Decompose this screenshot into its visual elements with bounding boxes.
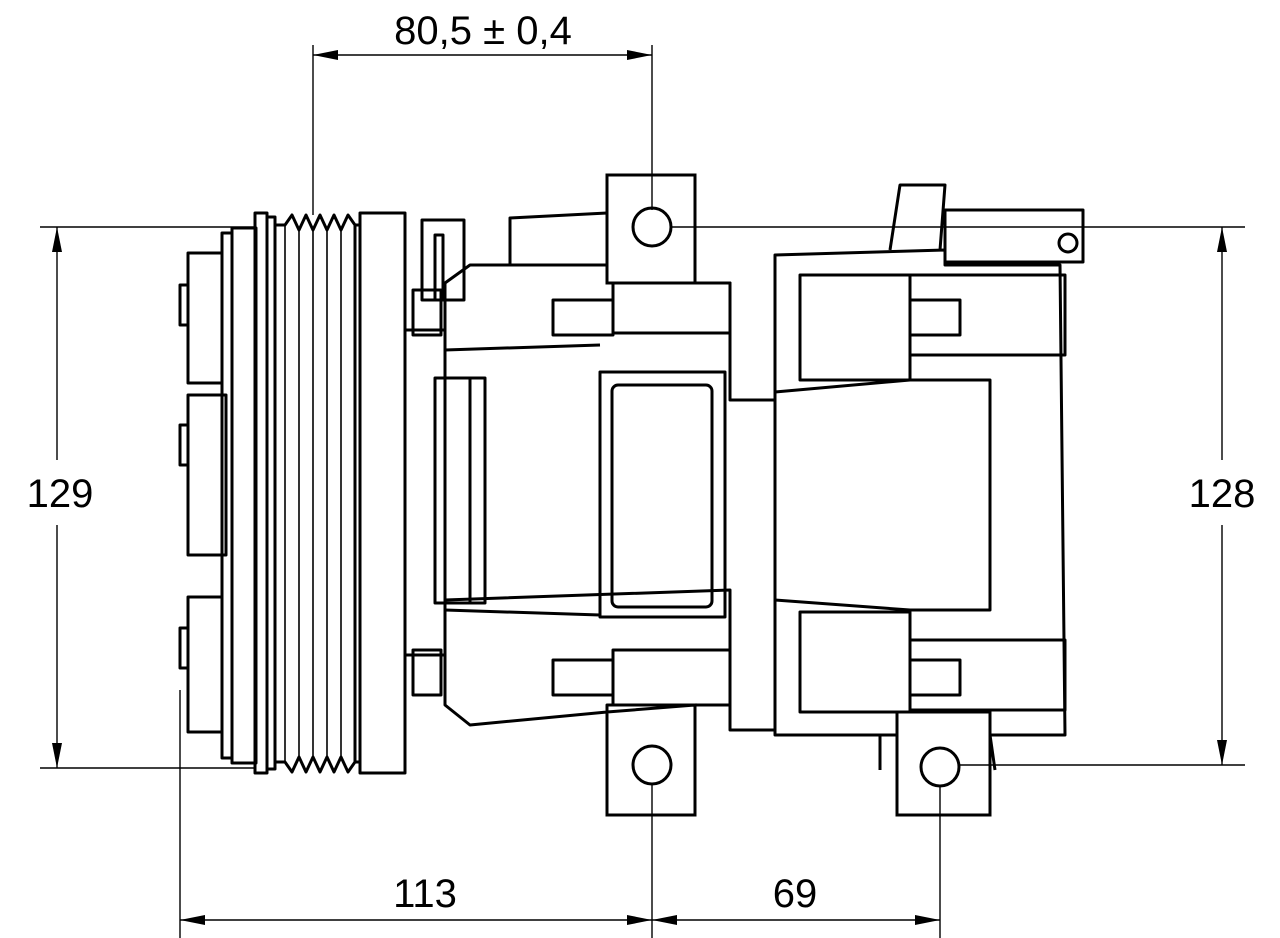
bolt-head-bottom — [411, 648, 443, 697]
dim-label-mount-spacing: 69 — [773, 872, 818, 916]
mount-ear-top — [605, 173, 697, 285]
mount-ear-rear — [895, 710, 992, 817]
dim-label-right-height: 128 — [1189, 472, 1256, 516]
dim-label-mount-offset: 80,5 ± 0,4 — [394, 9, 572, 53]
compressor-body — [443, 211, 777, 732]
clutch-hub — [178, 226, 258, 765]
front-flange — [403, 218, 487, 697]
dim-label-pulley-to-mount: 113 — [393, 872, 457, 916]
mount-ear-bottom — [605, 703, 697, 817]
dimension-bottom — [179, 690, 941, 938]
dimension-left — [40, 226, 255, 769]
dimension-top — [312, 45, 653, 215]
dim-label-left-height: 129 — [27, 472, 94, 516]
bolt-head-top — [411, 288, 443, 337]
pulley — [253, 211, 407, 775]
rear-housing — [773, 183, 1085, 771]
dimension-right — [672, 226, 1245, 766]
